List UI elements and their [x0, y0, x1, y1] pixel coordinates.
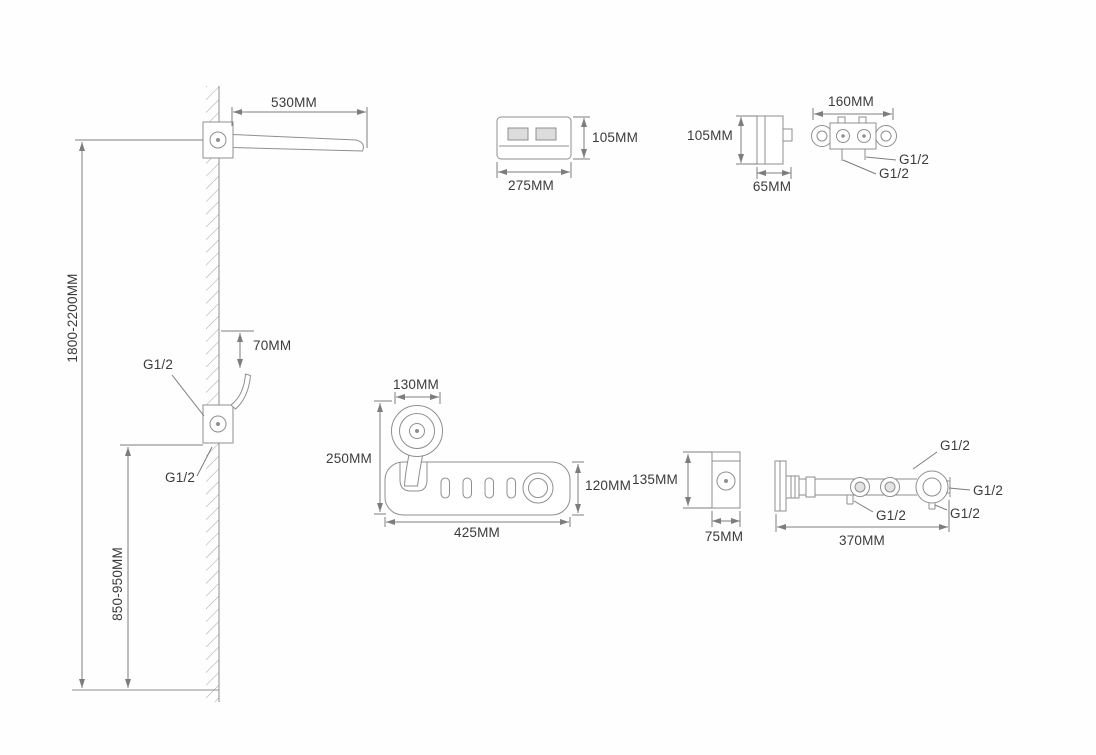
- arm-bracket-dot: [216, 138, 220, 142]
- handshower-handle: [403, 452, 424, 487]
- valve-bottom-width-label: 370MM: [839, 533, 885, 548]
- shower-panel: [384, 461, 571, 516]
- handshower-cup: [399, 462, 428, 492]
- panel-height-label: 120MM: [585, 478, 631, 493]
- panel-total-height-label: 250MM: [326, 451, 372, 466]
- side-view-height-label: 105MM: [687, 128, 733, 143]
- dim-side-view-height: 105MM: [687, 115, 757, 165]
- holder-hook: [230, 373, 252, 410]
- install-height-label: 1800-2200MM: [65, 273, 80, 362]
- dim-valve-bottom-width: 370MM: [775, 500, 950, 548]
- wall-hatching: [206, 86, 219, 702]
- handshower: [391, 405, 443, 487]
- wall: [72, 86, 220, 702]
- top-view-depth-label: 105MM: [592, 130, 638, 145]
- valve-bottom-g12-top-leader: [912, 451, 938, 470]
- valve-bottom-view: [774, 460, 951, 512]
- valve-front-view: [811, 116, 897, 161]
- wall-upper-g12-label: G1/2: [143, 357, 173, 372]
- panel-outline: [384, 461, 571, 516]
- wall-inlet-labels: G1/2 G1/2: [143, 357, 213, 485]
- side-view-outline: [756, 115, 784, 165]
- valve-bottom-g12-left-label: G1/2: [876, 508, 906, 523]
- wall-upper-g12-leader: [171, 374, 205, 417]
- dim-install-height: 1800-2200MM: [65, 139, 203, 688]
- handshower-diameter-label: 130MM: [393, 377, 439, 392]
- valve-side-view: [756, 115, 793, 165]
- side-view-nub: [782, 128, 793, 142]
- valve-top-g12b-label: G1/2: [879, 166, 909, 181]
- front-flange-left: [811, 125, 833, 147]
- handshower-head-inner: [409, 423, 425, 439]
- valve-bottom-g12-left-leader: [853, 500, 874, 513]
- dim-panel-side-depth: 75MM: [705, 511, 743, 544]
- holder-bracket-dot: [216, 422, 220, 426]
- valve-top-connections: G1/2 G1/2: [842, 152, 929, 181]
- front-flange-right: [875, 125, 897, 147]
- shower-arm: [202, 121, 364, 159]
- panel-top-view: [496, 116, 572, 160]
- dim-handshower-diameter: 130MM: [393, 377, 441, 404]
- dim-panel-total-height: 250MM: [326, 400, 392, 515]
- dim-arm-length: 530MM: [231, 95, 368, 148]
- arm-length-label: 530MM: [271, 95, 317, 110]
- dim-valve-height: 850-950MM: [110, 444, 203, 688]
- arm-body: [232, 133, 364, 152]
- valve-flange-outer: [915, 470, 949, 504]
- valve-bottom-g12-top-label: G1/2: [940, 438, 970, 453]
- panel-side-height-label: 135MM: [632, 472, 678, 487]
- top-view-button-right: [535, 127, 557, 141]
- valve-flange-inner: [922, 477, 942, 497]
- dim-holder-offset: 70MM: [221, 330, 291, 368]
- handshower-holder: [202, 373, 252, 444]
- dim-panel-side-height: 135MM: [632, 451, 712, 509]
- valve-height-label: 850-950MM: [110, 547, 125, 621]
- dim-top-view-width: 275MM: [496, 162, 572, 193]
- panel-knob-inner: [528, 478, 548, 498]
- side-view-depth-label: 65MM: [753, 179, 791, 194]
- top-view-width-label: 275MM: [508, 178, 554, 193]
- panel-button-3: [484, 477, 494, 499]
- dim-panel-height: 120MM: [572, 461, 631, 516]
- wall-lower-g12-leader: [196, 446, 213, 477]
- valve-top-g12a-leader: [865, 156, 897, 161]
- valve-union-nut: [785, 475, 800, 499]
- handshower-head-dot: [415, 429, 419, 433]
- valve-bottom-g12-right-leader: [948, 487, 971, 491]
- dim-valve-top-width: 160MM: [812, 94, 894, 120]
- panel-width-label: 425MM: [454, 525, 500, 540]
- dim-side-view-depth: 65MM: [753, 167, 792, 194]
- holder-offset-label: 70MM: [253, 338, 291, 353]
- handshower-head-mid: [399, 413, 435, 449]
- valve-bottom-connections: G1/2 G1/2 G1/2 G1/2: [853, 438, 1003, 523]
- valve-top-g12b-leader: [842, 159, 877, 175]
- top-view-button-left: [507, 127, 529, 141]
- panel-knob-outer: [522, 472, 554, 504]
- panel-button-2: [462, 477, 472, 499]
- valve-bottom-g12-br-label: G1/2: [950, 506, 980, 521]
- panel-side-view: [711, 451, 741, 509]
- wall-lower-g12-label: G1/2: [165, 470, 195, 485]
- panel-side-depth-label: 75MM: [705, 529, 743, 544]
- valve-bottom-g12-right-label: G1/2: [973, 483, 1003, 498]
- panel-button-1: [440, 477, 450, 499]
- panel-button-4: [506, 477, 516, 499]
- dim-top-view-depth: 105MM: [573, 116, 638, 160]
- valve-top-g12a-label: G1/2: [899, 152, 929, 167]
- valve-top-width-label: 160MM: [828, 94, 874, 109]
- valve-bottom-g12-br-leader: [934, 504, 948, 511]
- dim-panel-width: 425MM: [384, 517, 571, 540]
